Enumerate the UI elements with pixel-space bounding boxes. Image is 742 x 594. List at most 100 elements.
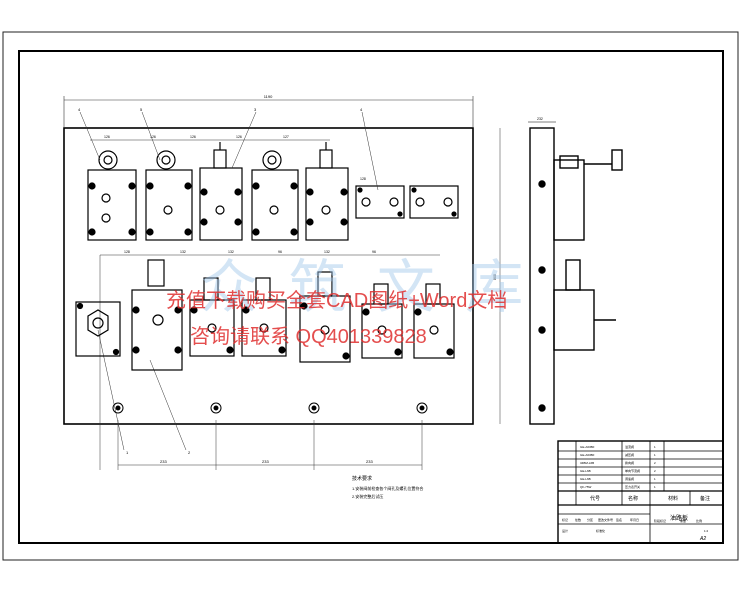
drawing-name: 油路板 (670, 514, 688, 522)
svg-text:34BM-L6B: 34BM-L6B (580, 461, 594, 465)
balloon-labels: 4 5 3 4 1 2 (78, 107, 363, 455)
svg-text:QF-75W: QF-75W (580, 485, 592, 489)
title-block-parts: GE-A63BF 溢流阀 1 GE-A63BF 减压阀 1 34BM-L6B 换… (580, 444, 656, 489)
svg-text:代号: 代号 (590, 495, 600, 502)
mid-row-valves (75, 259, 455, 371)
svg-text:压力表开关: 压力表开关 (625, 484, 640, 489)
svg-text:标记: 标记 (562, 517, 568, 522)
svg-text:1: 1 (654, 485, 656, 489)
svg-text:更改文件号: 更改文件号 (598, 517, 613, 522)
svg-text:1: 1 (126, 450, 129, 455)
sheet-size: A2 (699, 536, 706, 542)
svg-text:年月日: 年月日 (630, 517, 639, 522)
notes-line-1: 1.安装阀前检查各个阀孔及螺孔位置符合 (352, 485, 423, 491)
svg-text:2: 2 (654, 461, 656, 465)
outer-border (2, 31, 739, 561)
svg-text:换向阀: 换向阀 (625, 460, 634, 465)
svg-text:减压阀: 减压阀 (625, 452, 634, 457)
svg-text:128: 128 (360, 177, 366, 181)
balloon-leaders (79, 111, 379, 451)
watermark-logo: 众 筑 文 库 (200, 253, 530, 321)
svg-text:标准化: 标准化 (596, 528, 605, 533)
svg-text:分区: 分区 (587, 517, 593, 522)
notes-line-2: 2.安装完整后试压 (352, 493, 383, 499)
valve-throttle-7 (409, 185, 459, 219)
svg-text:1:2: 1:2 (704, 529, 709, 533)
svg-text:调速阀: 调速阀 (625, 476, 634, 481)
svg-text:96: 96 (372, 250, 376, 254)
svg-text:设计: 设计 (562, 528, 568, 533)
svg-text:阶段标记: 阶段标记 (654, 518, 666, 523)
bottom-dim-line (117, 420, 423, 470)
valve-large-mid (131, 259, 183, 371)
svg-text:3: 3 (254, 107, 257, 112)
overall-dimension (63, 96, 474, 128)
valve-mid-2 (189, 277, 235, 357)
svg-text:重量: 重量 (680, 518, 686, 523)
watermark-line-2: 咨询请联系 QQ401339828 (190, 326, 427, 348)
svg-text:5: 5 (140, 107, 143, 112)
title-block (557, 440, 724, 544)
watermark-line-1: 充值下载购买全套CAD图纸+Word文档 (166, 290, 508, 312)
svg-text:233: 233 (160, 459, 167, 464)
svg-text:材料: 材料 (668, 495, 678, 502)
svg-text:GE-A63BF: GE-A63BF (580, 445, 595, 449)
svg-text:1: 1 (654, 453, 656, 457)
svg-text:132: 132 (180, 250, 186, 254)
svg-text:2: 2 (188, 450, 191, 455)
svg-text:233: 233 (262, 459, 269, 464)
mounting-holes (112, 402, 428, 414)
svg-text:处数: 处数 (575, 517, 581, 522)
svg-text:4: 4 (78, 107, 81, 112)
valve-mid-5 (361, 283, 403, 359)
valve-throttle-6 (355, 185, 405, 219)
side-view (528, 121, 623, 425)
svg-text:备注: 备注 (700, 495, 710, 502)
svg-text:96: 96 (278, 250, 282, 254)
svg-text:126: 126 (150, 135, 156, 139)
valve-mid-4 (299, 271, 351, 363)
svg-text:126: 126 (236, 135, 242, 139)
valve-relief-1 (87, 150, 137, 241)
svg-text:126: 126 (190, 135, 196, 139)
svg-text:1: 1 (654, 477, 656, 481)
title-block-header: 代号 名称 材料 备注 (590, 495, 710, 502)
top-row-valves (87, 142, 459, 241)
svg-text:132: 132 (324, 250, 330, 254)
overall-dim-text: 1190 (264, 94, 273, 99)
svg-text:2: 2 (654, 469, 656, 473)
valve-relief-4 (251, 150, 299, 241)
pressure-gauge-switch (75, 301, 121, 357)
svg-text:签名: 签名 (616, 517, 622, 522)
valve-directional-5 (305, 142, 349, 241)
svg-text:132: 132 (228, 250, 234, 254)
inner-frame (18, 50, 724, 544)
title-block-labels: 标记 处数 分区 更改文件号 签名 年月日 阶段标记 重量 比例 设计 标准化 … (562, 517, 709, 533)
mid-row-dim-labels: 128 132 132 96 132 96 (124, 250, 376, 254)
notes-title: 技术要求 (352, 475, 372, 482)
valve-mid-6 (413, 283, 455, 359)
svg-text:GE-A63BF: GE-A63BF (580, 453, 595, 457)
svg-text:溢流阀: 溢流阀 (625, 444, 634, 449)
svg-text:126: 126 (104, 135, 110, 139)
svg-text:4: 4 (360, 107, 363, 112)
svg-text:GE-L6B: GE-L6B (580, 477, 591, 481)
manifold-plate-front (63, 127, 474, 425)
svg-text:1: 1 (654, 445, 656, 449)
top-row-dim-labels: 126 126 126 126 127 128 (104, 135, 366, 181)
valve-mid-3 (241, 277, 287, 357)
valve-reducing-2 (145, 150, 193, 241)
svg-text:单向节流阀: 单向节流阀 (625, 468, 640, 473)
valve-directional-3 (199, 142, 243, 241)
side-dim-height: 800 (493, 274, 497, 280)
svg-text:比例: 比例 (696, 518, 702, 523)
side-dim-width: 232 (537, 117, 543, 121)
svg-text:GE-L6B: GE-L6B (580, 469, 591, 473)
bottom-dim-labels: 233 233 233 (160, 459, 373, 464)
svg-text:名称: 名称 (628, 495, 638, 502)
mid-row-dim-line (99, 254, 440, 470)
svg-text:128: 128 (124, 250, 130, 254)
svg-text:127: 127 (283, 135, 289, 139)
svg-text:233: 233 (366, 459, 373, 464)
